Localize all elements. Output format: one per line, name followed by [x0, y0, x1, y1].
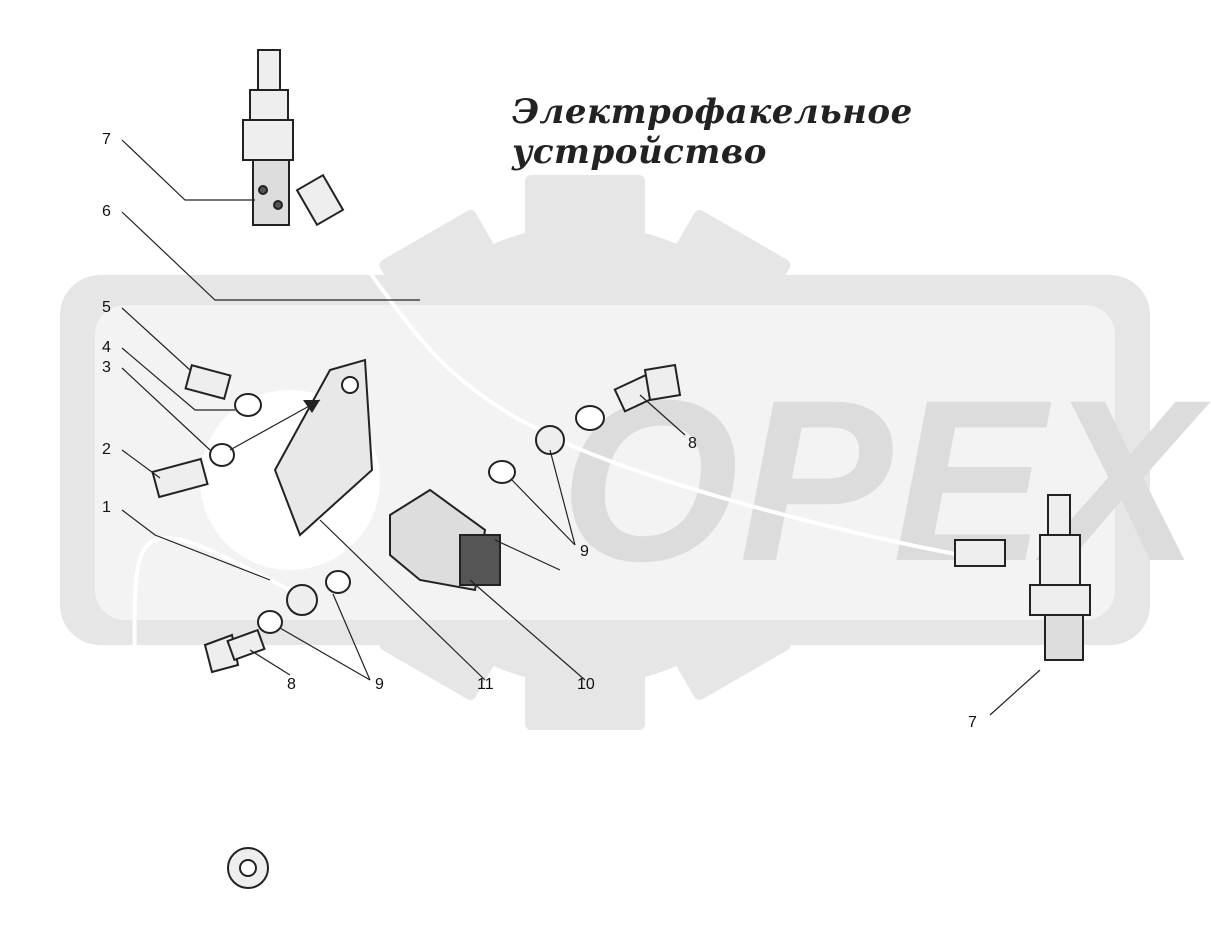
callout-7-top: 7 — [102, 131, 111, 148]
leader-lines — [121, 139, 1041, 716]
callout-8-lower: 8 — [287, 676, 296, 693]
tube-nut-right — [954, 539, 1006, 567]
washer-lower-b — [257, 610, 283, 634]
callout-5: 5 — [102, 299, 111, 316]
callout-8-upper: 8 — [688, 435, 697, 452]
banjo-fitting-lower — [286, 584, 318, 616]
callout-7-right: 7 — [968, 714, 977, 731]
callout-3: 3 — [102, 359, 111, 376]
bracket — [273, 358, 374, 537]
tube-nut-top — [295, 173, 345, 227]
callout-1: 1 — [102, 499, 111, 516]
callout-2: 2 — [102, 441, 111, 458]
solenoid-valve — [389, 488, 561, 592]
washer-upper-a — [575, 405, 605, 431]
bolt-2 — [151, 457, 209, 499]
page-title: Электрофакельное устройство — [512, 92, 913, 172]
banjo-fitting-upper — [535, 425, 565, 455]
callout-11: 11 — [477, 676, 494, 693]
callout-labels: 7 6 5 4 3 2 1 8 9 8 9 11 10 7 — [102, 131, 977, 731]
callout-4: 4 — [102, 339, 111, 356]
lock-washer-3 — [209, 443, 235, 467]
bolt-upper — [613, 363, 682, 413]
callout-10: 10 — [577, 676, 595, 693]
bolt-lower — [203, 628, 266, 674]
arrow-assembly — [229, 399, 321, 451]
glow-plug-top — [242, 49, 294, 226]
washer-lower-a — [325, 570, 351, 594]
washer-upper-b — [488, 460, 516, 484]
bolt-5 — [184, 364, 232, 400]
arrow-head — [303, 400, 320, 413]
washer-4 — [234, 393, 262, 417]
glow-plug-right — [1029, 494, 1091, 661]
callout-9-upper: 9 — [580, 543, 589, 560]
callout-9-lower: 9 — [375, 676, 384, 693]
callout-6: 6 — [102, 203, 111, 220]
